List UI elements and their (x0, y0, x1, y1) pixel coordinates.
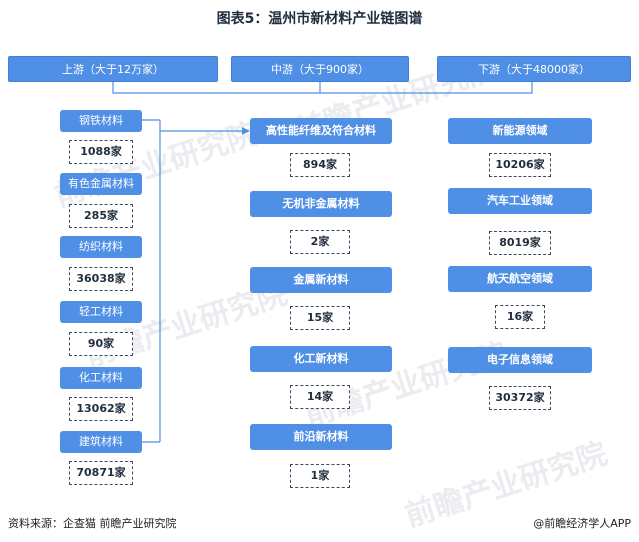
upstream-count-nonferrous: 285家 (69, 204, 133, 228)
downstream-count-new-energy: 10206家 (489, 153, 551, 177)
upstream-count-textile: 36038家 (69, 267, 133, 291)
upstream-label-building: 建筑材料 (60, 431, 142, 453)
downstream-count-electronics: 30372家 (489, 386, 551, 410)
downstream-label-automotive: 汽车工业领域 (448, 188, 592, 214)
header-midstream: 中游（大于900家） (231, 56, 409, 82)
downstream-count-automotive: 8019家 (489, 231, 551, 255)
header-bracket-line (112, 82, 533, 94)
midstream-label-chemical-new: 化工新材料 (250, 346, 392, 372)
midstream-count-fiber-composite: 894家 (290, 153, 350, 177)
midstream-label-metal-new: 金属新材料 (250, 267, 392, 293)
midstream-label-inorganic: 无机非金属材料 (250, 191, 392, 217)
upstream-count-building: 70871家 (69, 461, 133, 485)
chart-title: 图表5：温州市新材料产业链图谱 (216, 11, 423, 27)
downstream-count-aerospace: 16家 (495, 305, 545, 329)
upstream-label-steel: 钢铁材料 (60, 110, 142, 132)
upstream-label-chemical: 化工材料 (60, 367, 142, 389)
midstream-count-metal-new: 15家 (290, 306, 350, 330)
downstream-label-aerospace: 航天航空领域 (448, 266, 592, 292)
upstream-count-chemical: 13062家 (69, 397, 133, 421)
footer-source: 资料来源：企查猫 前瞻产业研究院 (8, 517, 177, 530)
upstream-count-steel: 1088家 (69, 140, 133, 164)
upstream-label-light-industry: 轻工材料 (60, 301, 142, 323)
midstream-count-chemical-new: 14家 (290, 385, 350, 409)
midstream-label-fiber-composite: 高性能纤维及符合材料 (250, 118, 392, 144)
upstream-label-textile: 纺织材料 (60, 236, 142, 258)
midstream-count-inorganic: 2家 (290, 230, 350, 254)
downstream-label-new-energy: 新能源领域 (448, 118, 592, 144)
midstream-count-frontier: 1家 (290, 464, 350, 488)
upstream-count-light-industry: 90家 (69, 332, 133, 356)
midstream-label-frontier: 前沿新材料 (250, 424, 392, 450)
header-upstream: 上游（大于12万家） (8, 56, 218, 82)
footer-brand: @前瞻经济学人APP (533, 517, 631, 530)
header-downstream: 下游（大于48000家） (437, 56, 631, 82)
downstream-label-electronics: 电子信息领域 (448, 347, 592, 373)
arrow-head (242, 127, 250, 135)
upstream-label-nonferrous: 有色金属材料 (60, 173, 142, 195)
